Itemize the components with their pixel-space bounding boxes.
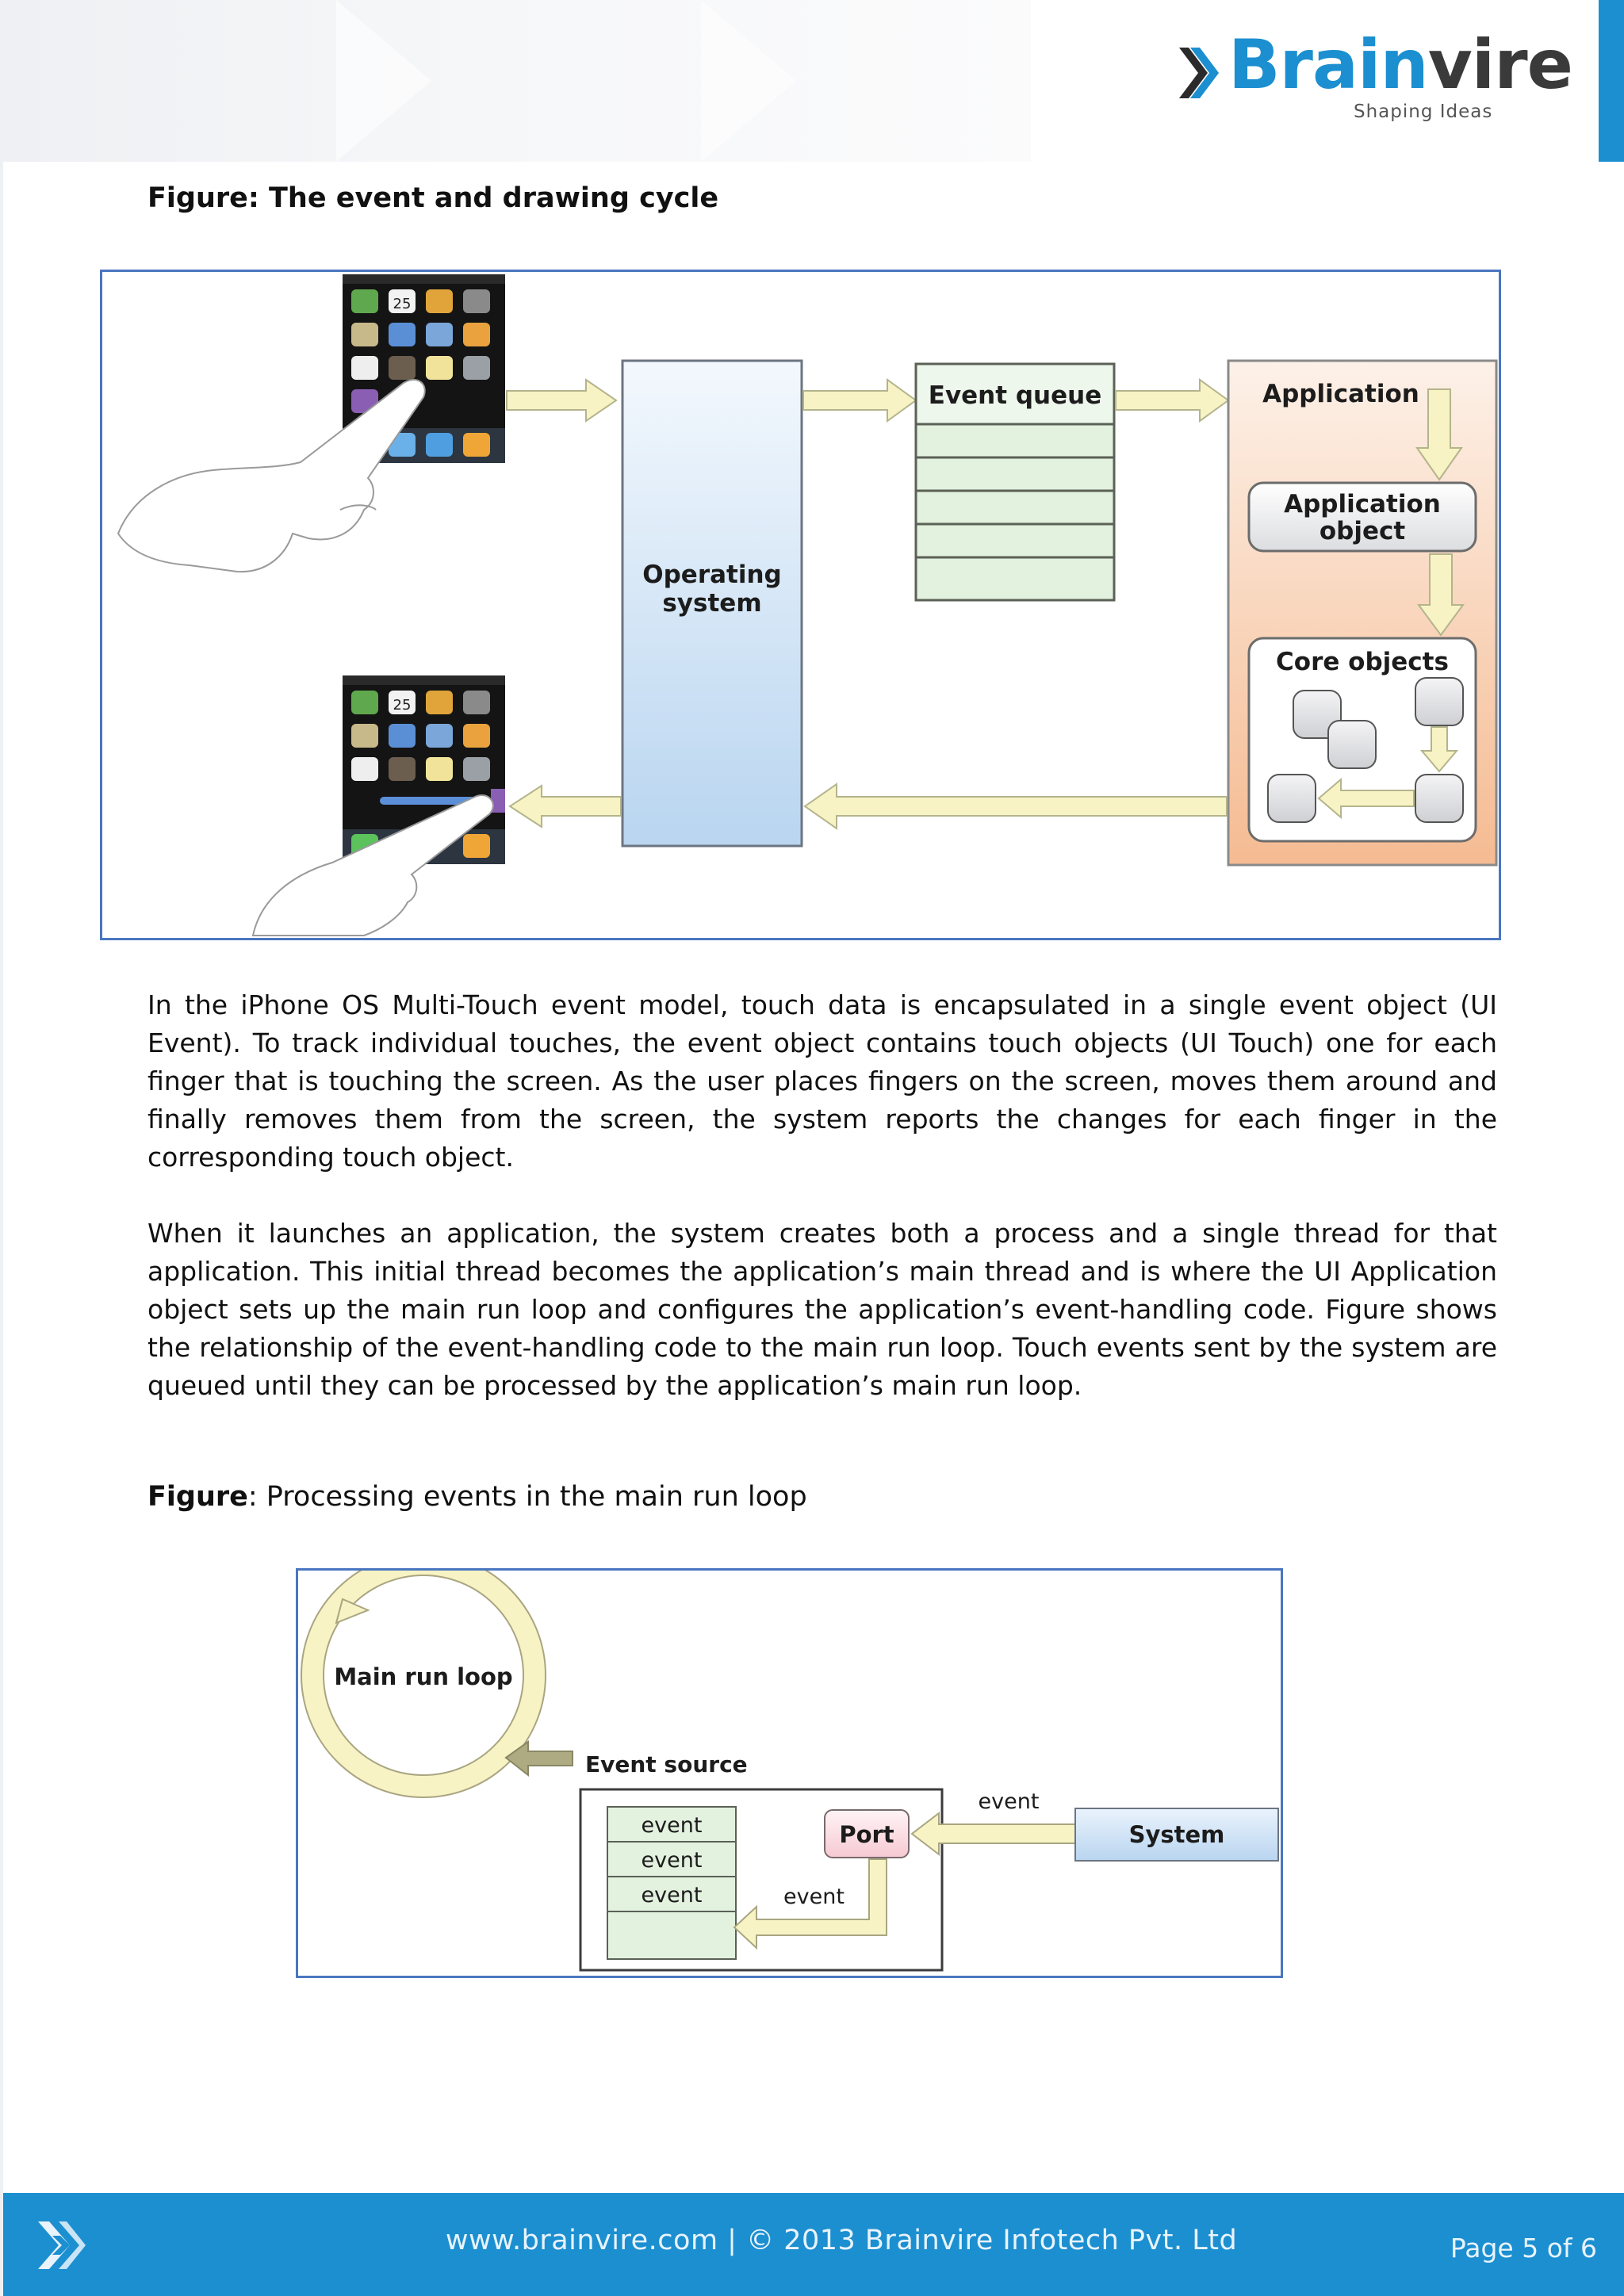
port-to-queue-label: event <box>783 1885 845 1909</box>
body-paragraph-2: When it launches an application, the sys… <box>147 1218 1497 1401</box>
core-arrow-down <box>1419 726 1459 773</box>
figure-event-drawing-cycle: 25 25 <box>100 270 1501 940</box>
core-object-node <box>1415 677 1464 726</box>
brand-wordmark: Brainvire <box>1228 25 1573 105</box>
brand-logo[interactable]: Brainvire Shaping Ideas <box>1178 25 1573 133</box>
arrow-app-to-object <box>1415 388 1463 481</box>
core-object-node <box>1327 720 1377 769</box>
page-number: Page 5 of 6 <box>1450 2233 1597 2263</box>
calendar-date-text: 25 <box>393 697 412 714</box>
core-objects-label: Core objects <box>1276 648 1449 676</box>
page-footer: www.brainvire.com | © 2013 Brainvire Inf… <box>3 2193 1624 2296</box>
queue-event-text: event <box>642 1813 703 1838</box>
core-object-node <box>1267 774 1316 823</box>
body-paragraph-1: In the iPhone OS Multi-Touch event model… <box>147 989 1497 1173</box>
queue-event-text: event <box>642 1848 703 1873</box>
hand-bottom <box>251 794 494 936</box>
event-source-queue: event event event <box>607 1806 737 1960</box>
brand-tagline: Shaping Ideas <box>1354 101 1493 122</box>
os-label-line1: Operating <box>642 561 781 589</box>
arrow-os-to-phone <box>508 784 622 828</box>
application-object-line1: Application <box>1284 490 1441 519</box>
application-object-line2: object <box>1320 517 1406 545</box>
arrow-to-run-loop <box>504 1740 573 1777</box>
event-queue: Event queue <box>914 362 1116 602</box>
arrow-system-to-port <box>910 1811 1076 1857</box>
application-label: Application <box>1262 380 1419 408</box>
event-source-label: Event source <box>585 1751 748 1777</box>
os-box: Operating system <box>621 359 803 848</box>
system-label: System <box>1129 1821 1225 1848</box>
main-run-loop-label: Main run loop <box>334 1663 512 1690</box>
brand-chevron-icon <box>1179 48 1219 98</box>
calendar-date-text: 25 <box>393 296 412 312</box>
core-arrow-left <box>1317 777 1415 820</box>
application-box: Application Application object Core obje… <box>1227 359 1498 867</box>
arrow-phone-to-os <box>506 378 618 423</box>
arrow-port-to-queue <box>733 1858 887 1950</box>
figure2-caption: Figure: Processing events in the main ru… <box>147 1481 807 1513</box>
figure2-caption-bold: Figure <box>147 1481 248 1513</box>
figure-main-run-loop: Main run loop Event source event event e… <box>296 1568 1283 1978</box>
port-box <box>824 1809 910 1858</box>
footer-copyright[interactable]: www.brainvire.com | © 2013 Brainvire Inf… <box>445 2225 1238 2256</box>
main-run-loop-ring: Main run loop <box>301 1571 546 1798</box>
hand-top <box>117 379 426 573</box>
os-label-line2: system <box>662 589 761 618</box>
arrow-app-to-os <box>803 783 1228 830</box>
core-object-node <box>1415 774 1464 823</box>
arrow-queue-to-app <box>1115 378 1230 423</box>
header-chevron-decoration <box>336 0 431 162</box>
arrow-object-to-core <box>1417 553 1465 637</box>
header-band <box>3 0 1031 162</box>
queue-event-text: event <box>642 1883 703 1908</box>
header-accent-bar <box>1599 0 1624 162</box>
footer-logo-icon <box>38 2221 86 2269</box>
figure2-caption-text: : Processing events in the main run loop <box>247 1481 807 1513</box>
header-chevron-decoration <box>701 0 796 162</box>
application-object-pill <box>1247 481 1477 553</box>
system-to-port-label: event <box>979 1789 1040 1814</box>
figure1-caption: Figure: The event and drawing cycle <box>147 182 719 214</box>
event-queue-label: Event queue <box>929 381 1101 410</box>
arrow-os-to-queue <box>802 378 917 423</box>
left-margin-rule <box>0 0 3 2296</box>
port-label: Port <box>839 1821 894 1848</box>
system-box <box>1074 1808 1279 1862</box>
